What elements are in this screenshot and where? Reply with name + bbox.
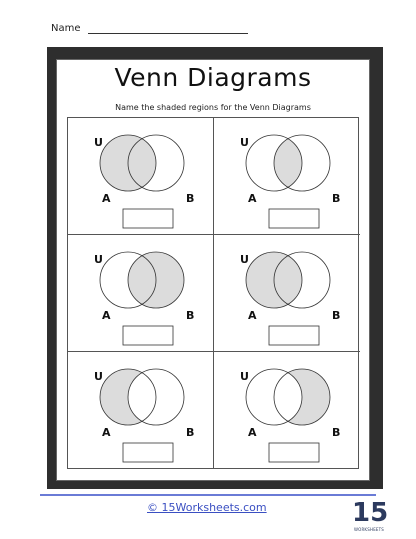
answer-box[interactable]: [268, 208, 320, 229]
answer-box[interactable]: [122, 208, 174, 229]
set-a-label: A: [248, 426, 257, 439]
set-a-label: A: [248, 192, 257, 205]
worksheet-panel: Venn Diagrams Name the shaded regions fo…: [56, 59, 370, 481]
venn-cell: U A B: [68, 235, 214, 352]
universe-label: U: [94, 136, 103, 149]
universe-label: U: [240, 370, 249, 383]
set-a-circle: [245, 134, 303, 192]
universe-label: U: [94, 253, 103, 266]
venn-cell: U A B: [68, 352, 214, 469]
diagram-grid: U A B U A B U A B U A B U A B U A B: [67, 117, 360, 469]
venn-cell: U A B: [214, 352, 360, 469]
set-b-label: B: [332, 192, 340, 205]
universe-label: U: [240, 253, 249, 266]
set-a-label: A: [102, 426, 111, 439]
venn-diagram: U A B: [240, 134, 340, 229]
name-label: Name: [51, 23, 81, 34]
name-field-row: Name: [51, 23, 248, 34]
set-b-circle: [273, 134, 331, 192]
page-title: Venn Diagrams: [114, 63, 312, 92]
name-line[interactable]: [87, 23, 248, 34]
venn-cell: U A B: [68, 118, 214, 235]
universe-label: U: [94, 370, 103, 383]
set-b-circle: [273, 251, 331, 309]
footer-divider: [40, 494, 376, 496]
set-b-circle: [127, 368, 185, 426]
page-subtitle: Name the shaded regions for the Venn Dia…: [115, 103, 311, 112]
set-a-circle: [99, 251, 157, 309]
universe-label: U: [240, 136, 249, 149]
venn-cell: U A B: [214, 235, 360, 352]
set-a-circle: [99, 134, 157, 192]
set-b-label: B: [332, 426, 340, 439]
set-a-circle: [99, 368, 157, 426]
set-a-circle: [245, 368, 303, 426]
set-b-label: B: [332, 309, 340, 322]
set-a-label: A: [102, 192, 111, 205]
shaded-region: [274, 135, 302, 191]
set-b-circle: [273, 368, 331, 426]
set-b-circle: [127, 251, 185, 309]
worksheets-logo: 15 WORKSHEETS: [352, 498, 389, 537]
set-b-label: B: [186, 309, 194, 322]
footer-link[interactable]: © 15Worksheets.com: [147, 501, 267, 514]
venn-cell: U A B: [214, 118, 360, 235]
venn-diagram: U A B: [240, 251, 340, 346]
set-a-label: A: [248, 309, 257, 322]
answer-box[interactable]: [268, 325, 320, 346]
set-b-label: B: [186, 426, 194, 439]
venn-diagram: U A B: [94, 251, 194, 346]
answer-box[interactable]: [122, 442, 174, 463]
set-a-label: A: [102, 309, 111, 322]
venn-diagram: U A B: [240, 368, 340, 463]
answer-box[interactable]: [122, 325, 174, 346]
set-a-circle: [245, 251, 303, 309]
logo-text: WORKSHEETS: [353, 527, 385, 532]
venn-diagram: U A B: [94, 134, 194, 229]
logo-number: 15: [352, 498, 389, 528]
answer-box[interactable]: [268, 442, 320, 463]
set-b-label: B: [186, 192, 194, 205]
set-b-circle: [127, 134, 185, 192]
venn-diagram: U A B: [94, 368, 194, 463]
